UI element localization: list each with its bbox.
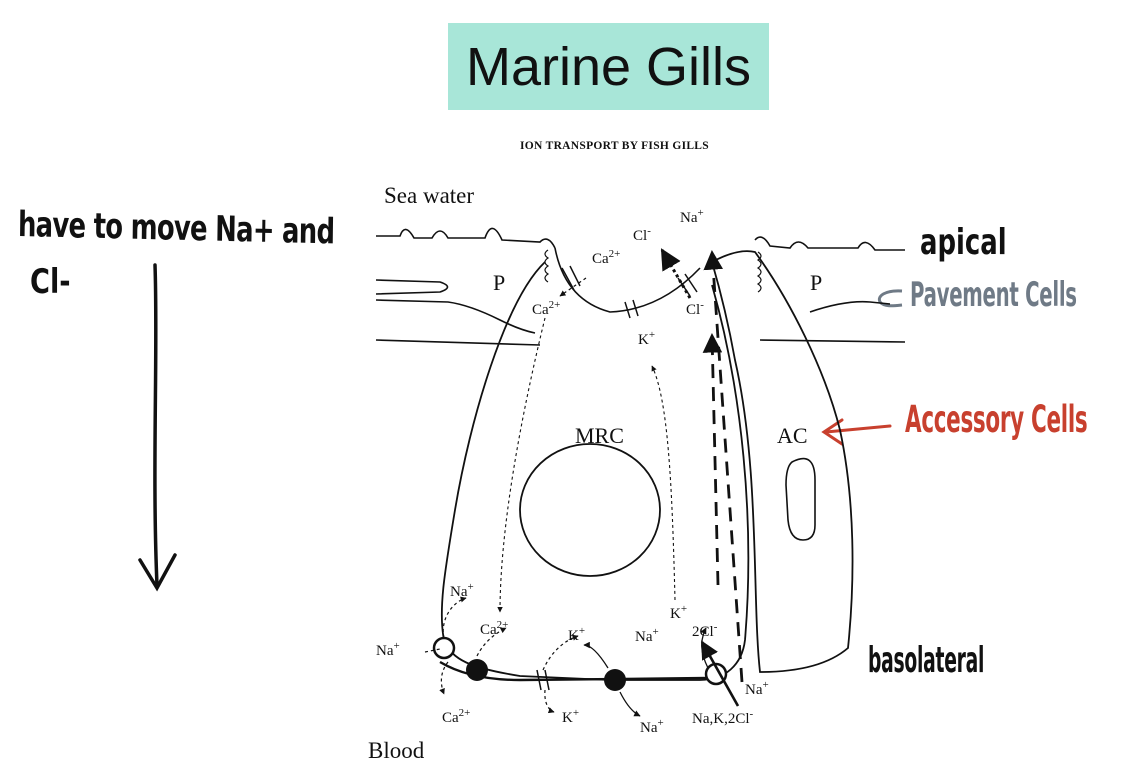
handwritten-down-arrow	[138, 263, 177, 592]
ion-cl-in: Cl-	[686, 299, 704, 318]
na-ca-exchanger	[466, 659, 488, 681]
ion-k-low: K+	[562, 707, 579, 726]
page-title: Marine Gills	[465, 36, 752, 97]
mrc-nucleus	[519, 443, 661, 577]
na-k-atpase	[604, 669, 626, 691]
ion-ca-low: Ca2+	[442, 707, 470, 726]
label-blood: Blood	[368, 738, 425, 763]
ion-na-top: Na+	[680, 207, 704, 226]
label-pavement-right: P	[810, 270, 822, 295]
apical-ion-labels: Ca2+ Cl- Na+ Ca2+ K+ Cl-	[532, 207, 704, 348]
ion-channels	[536, 265, 698, 691]
ion-nkcc: Na,K,2Cl-	[692, 708, 754, 727]
ion-na-left: Na+	[376, 640, 400, 659]
ion-flux-arrows	[424, 248, 744, 717]
title-banner: Marine Gills	[448, 23, 769, 110]
ion-na-right: Na+	[745, 679, 769, 698]
basal-ion-labels: Na+ Ca2+ Na+ Ca2+ K+ K+ Na+ Na+ K+ 2Cl- …	[376, 581, 769, 736]
figure-heading: ION TRANSPORT BY FISH GILLS	[520, 140, 709, 152]
nkcc-cotransporter	[704, 662, 728, 686]
ion-na-pump-low: Na+	[640, 717, 664, 736]
label-pavement-left: P	[493, 270, 505, 295]
accessory-pointer-arrow	[821, 418, 892, 446]
accessory-cell-organelle	[785, 457, 816, 541]
ion-2cl: 2Cl-	[692, 621, 718, 640]
ion-cl-top: Cl-	[633, 225, 651, 244]
tight-junctions	[544, 249, 762, 293]
label-sea-water: Sea water	[384, 183, 474, 208]
pavement-bracket	[877, 289, 903, 308]
handwritten-note-line2: Cl-	[30, 262, 71, 302]
label-basolateral: basolateral	[868, 640, 985, 681]
label-accessory-cells: Accessory Cells	[905, 398, 1088, 441]
ion-na-pump-up: Na+	[635, 626, 659, 645]
ion-k-up: K+	[568, 625, 585, 644]
ion-ca-top: Ca2+	[592, 248, 620, 267]
ion-na-up: Na+	[450, 581, 474, 600]
ion-k-in: K+	[638, 329, 655, 348]
label-pavement-cells: Pavement Cells	[910, 275, 1077, 315]
ion-k-cotransport: K+	[670, 603, 687, 622]
label-ac: AC	[777, 423, 808, 448]
label-mrc: MRC	[575, 423, 624, 448]
accessory-cell-outline	[710, 250, 854, 673]
mrc-cell-outline	[440, 261, 750, 681]
apical-surface	[375, 227, 906, 346]
ion-ca-in: Ca2+	[532, 299, 560, 318]
na-cotransporter	[432, 636, 456, 660]
label-apical: apical	[920, 222, 1007, 263]
ion-ca-mid: Ca2+	[480, 619, 508, 638]
